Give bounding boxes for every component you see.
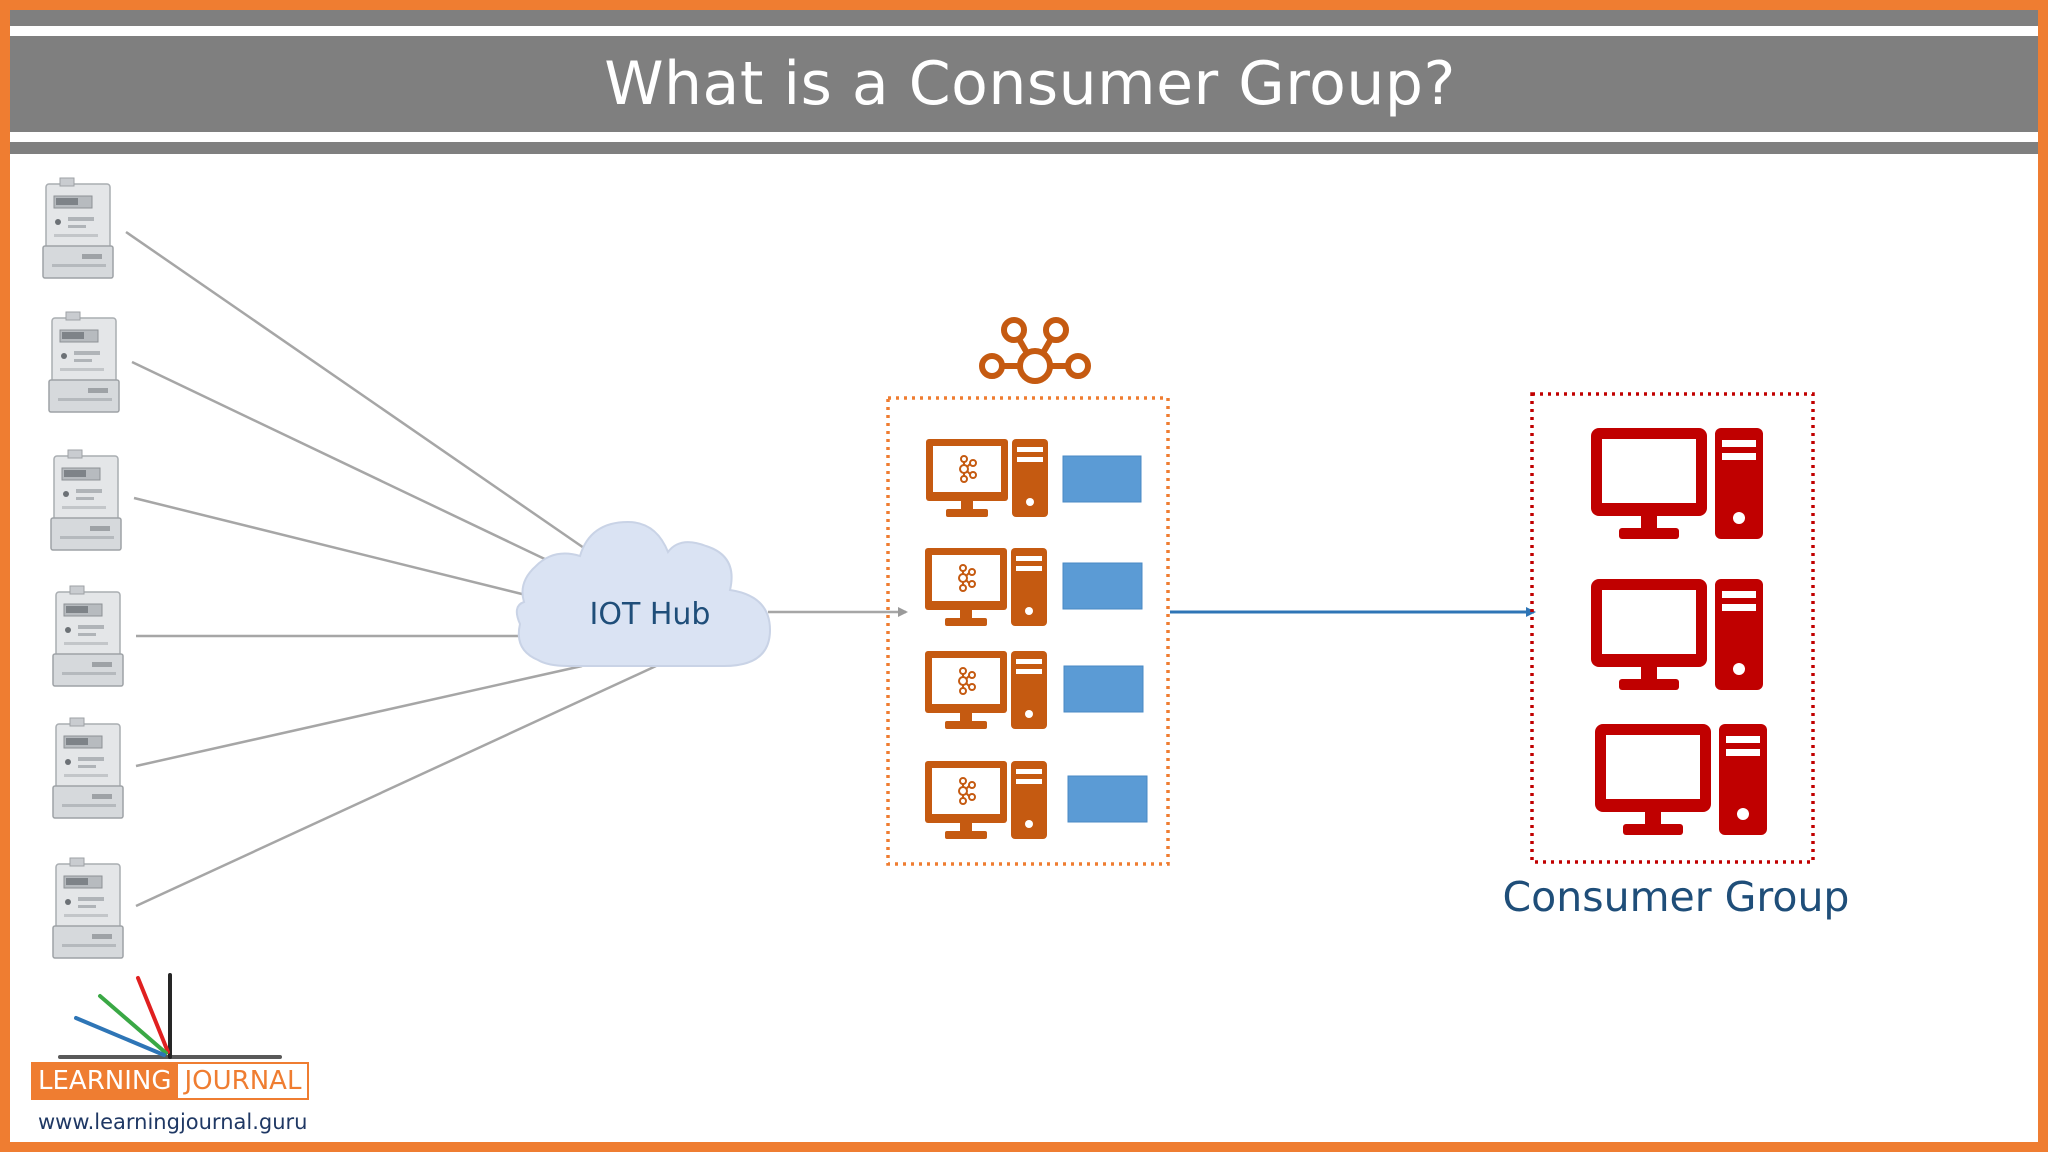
kafka-broker-server-icon bbox=[924, 650, 1048, 730]
electric-meter-icon bbox=[52, 717, 124, 819]
partition-1 bbox=[1062, 455, 1142, 503]
learning-journal-logo: LEARNING JOURNAL bbox=[31, 1062, 310, 1100]
partition-4 bbox=[1067, 775, 1148, 823]
learning-journal-logo-mark bbox=[58, 973, 282, 1059]
consumer-computer-icon bbox=[1595, 724, 1767, 835]
consumer-group-label: Consumer Group bbox=[1503, 873, 1850, 921]
slide-title: What is a Consumer Group? bbox=[604, 49, 1456, 119]
iot-hub-cloud: IOT Hub bbox=[515, 520, 772, 667]
partition-3 bbox=[1063, 665, 1144, 713]
kafka-broker-server-icon bbox=[925, 438, 1049, 518]
device-1-connection bbox=[125, 230, 585, 550]
kafka-cluster-icon bbox=[979, 317, 1091, 384]
logo-url: www.learningjournal.guru bbox=[38, 1110, 308, 1134]
title-band: What is a Consumer Group? bbox=[10, 10, 2038, 154]
kafka-broker-server-icon bbox=[924, 760, 1048, 840]
device-5-connection bbox=[135, 664, 583, 768]
device-2-connection bbox=[131, 360, 573, 574]
device-6-connection bbox=[135, 664, 657, 908]
iot-hub-label: IOT Hub bbox=[590, 597, 711, 632]
consumer-computer-icon bbox=[1591, 579, 1763, 690]
electric-meter-icon bbox=[48, 311, 120, 413]
kafka-broker-server-icon bbox=[924, 547, 1048, 627]
electric-meter-icon bbox=[52, 585, 124, 687]
partition-2 bbox=[1062, 562, 1143, 610]
device-3-connection bbox=[133, 496, 531, 598]
logo-word-journal: JOURNAL bbox=[178, 1062, 310, 1100]
consumer-computer-icon bbox=[1591, 428, 1763, 539]
electric-meter-icon bbox=[52, 857, 124, 959]
kafka-cluster-box bbox=[886, 396, 1170, 866]
electric-meter-icon bbox=[42, 177, 114, 279]
logo-word-learning: LEARNING bbox=[31, 1062, 179, 1100]
consumer-group-box bbox=[1530, 392, 1815, 864]
electric-meter-icon bbox=[50, 449, 122, 551]
device-connections bbox=[125, 230, 657, 908]
